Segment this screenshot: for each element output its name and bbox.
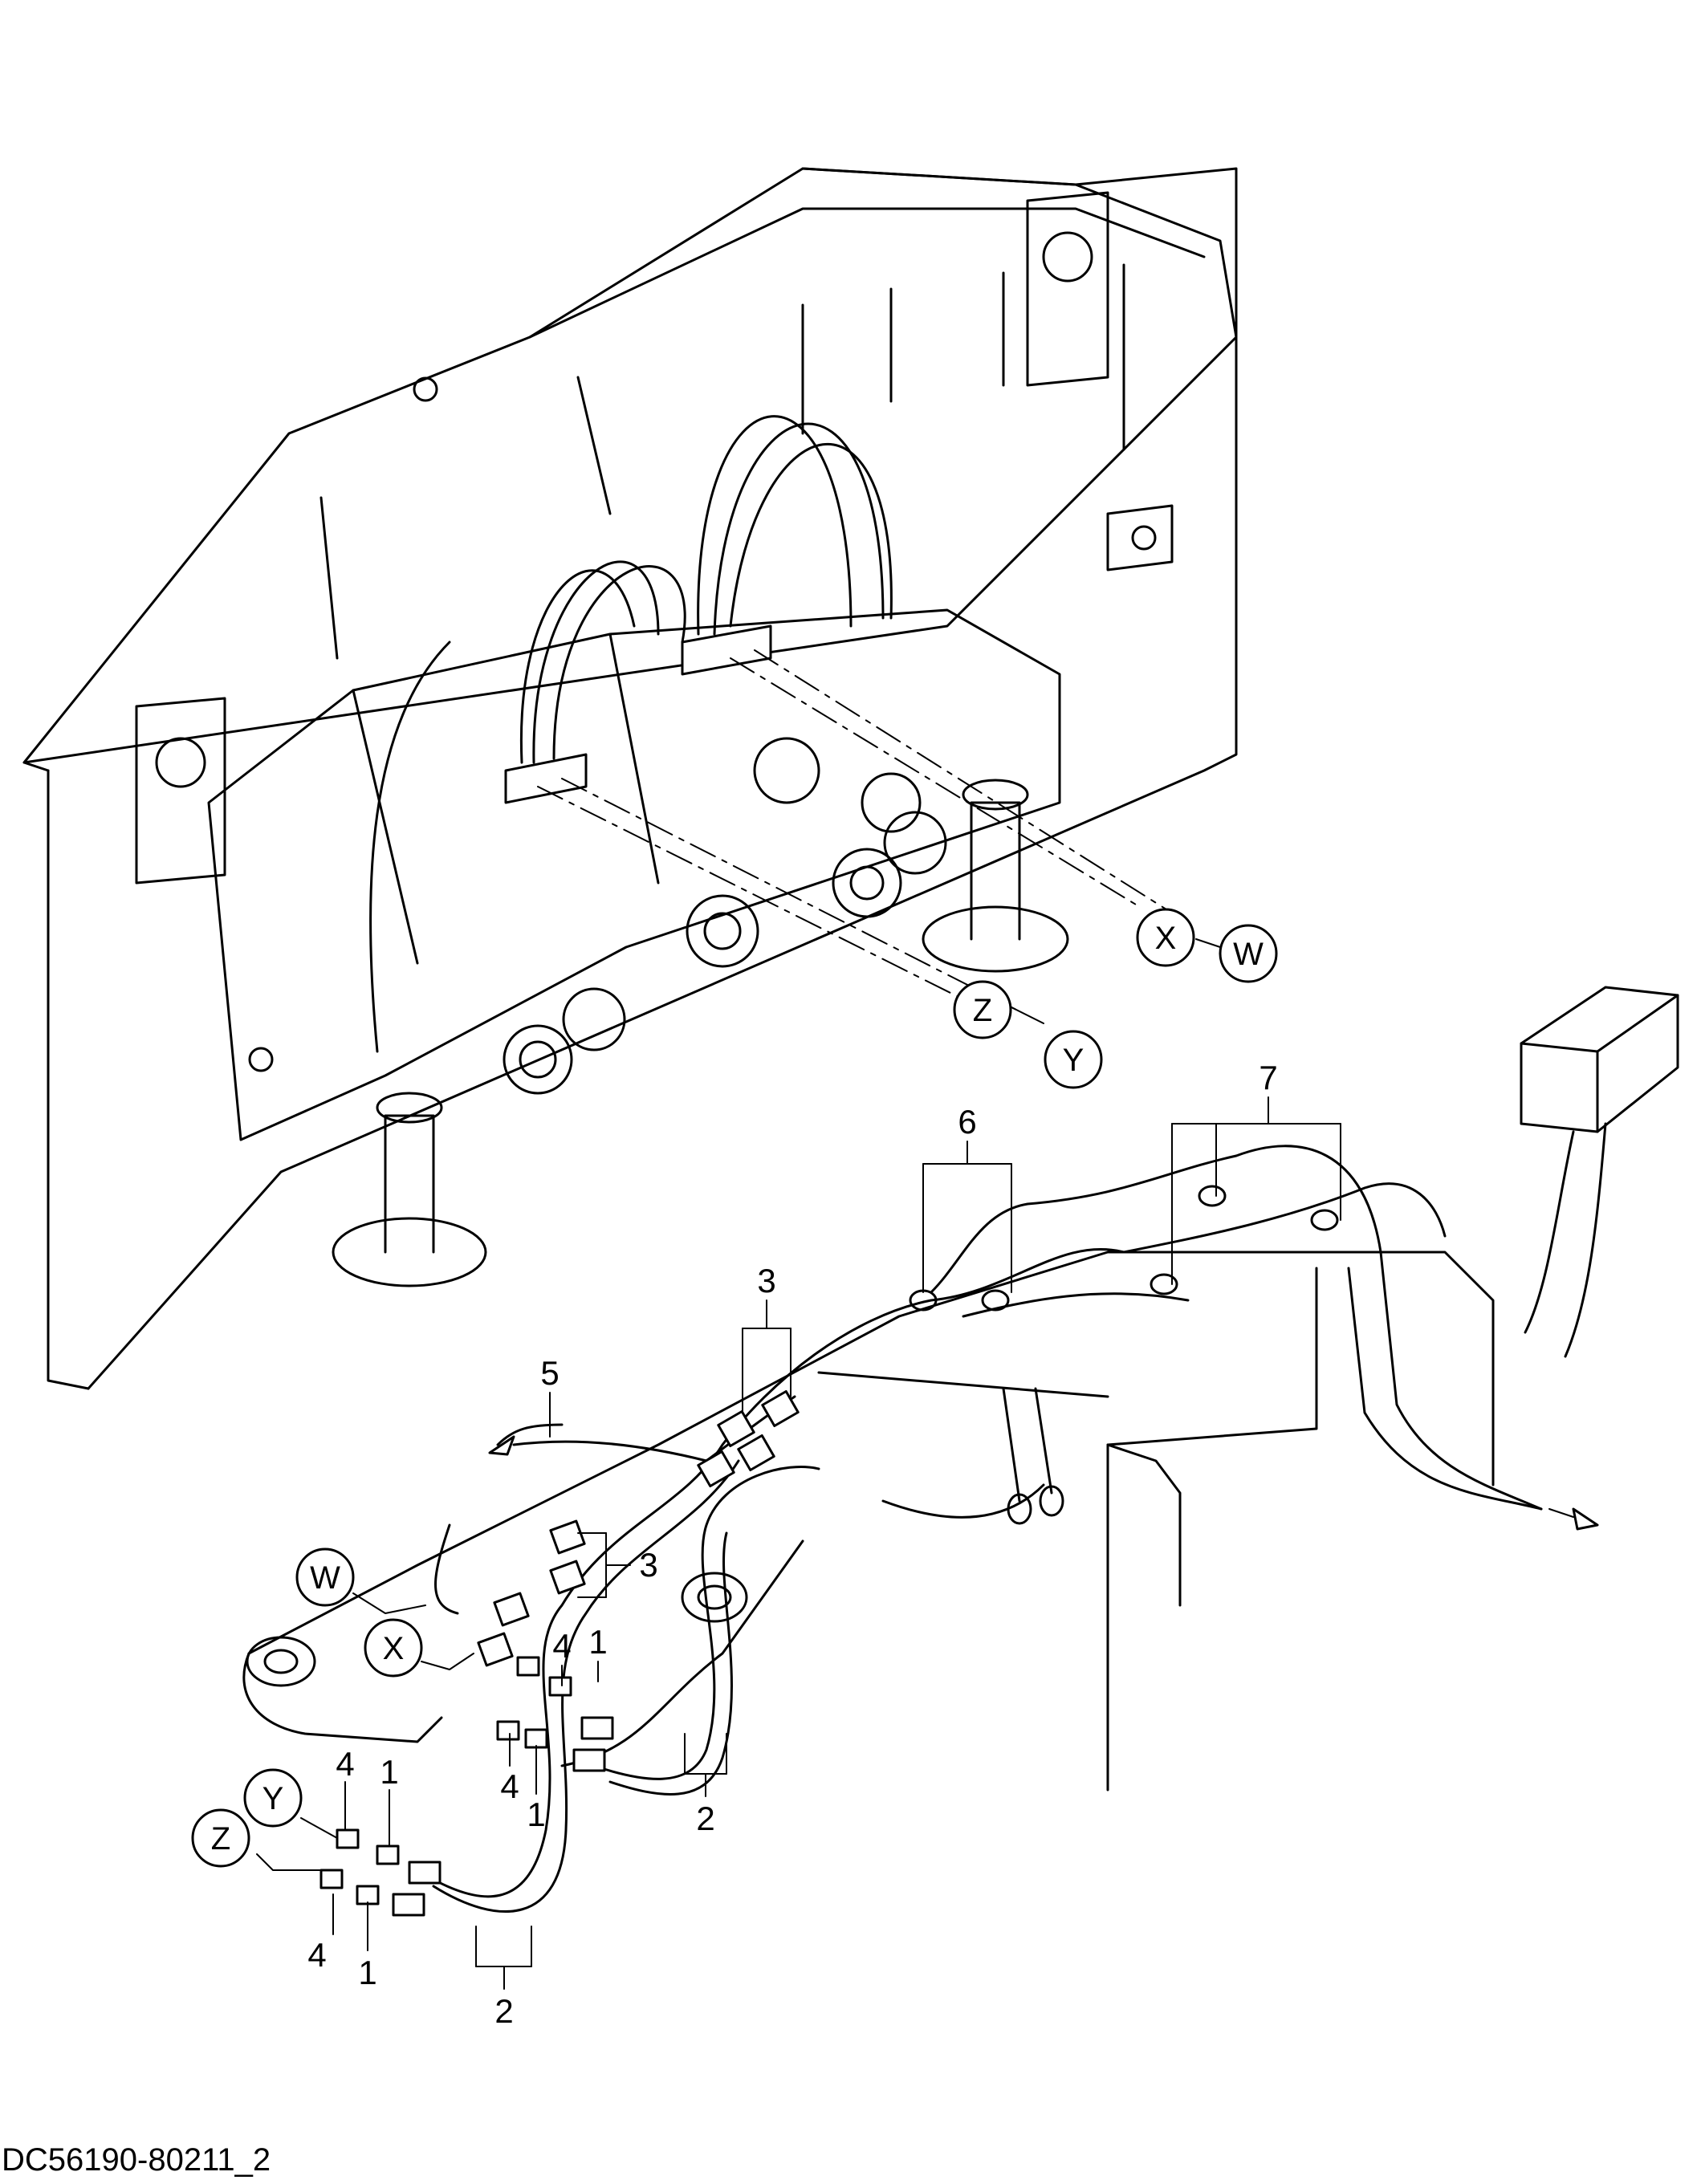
part-label-2-right: 2 xyxy=(696,1800,714,1837)
callout-y-upper: Y xyxy=(1063,1043,1084,1078)
drawing-reference-code: DC56190-80211_2 xyxy=(2,2142,271,2178)
part-label-3-top: 3 xyxy=(757,1262,775,1299)
callout-x-lower: X xyxy=(383,1631,405,1666)
callout-y-lower: Y xyxy=(262,1781,284,1816)
part-label-4-c: 4 xyxy=(336,1745,354,1783)
frame-assembly xyxy=(242,986,1679,1917)
callout-w-upper: W xyxy=(1233,937,1264,972)
alignment-lines-upper xyxy=(537,649,1189,1012)
part-label-1-d: 1 xyxy=(358,1954,376,1991)
part-label-4-d: 4 xyxy=(307,1936,326,1974)
part-label-1-b: 1 xyxy=(527,1796,545,1833)
leader-lines xyxy=(256,938,1341,1990)
callout-w-lower: W xyxy=(310,1560,340,1596)
part-label-6: 6 xyxy=(958,1103,976,1141)
part-label-7: 7 xyxy=(1259,1059,1277,1096)
part-label-5: 5 xyxy=(540,1354,559,1392)
blade-assembly xyxy=(22,167,1238,1390)
part-label-3-mid: 3 xyxy=(639,1546,657,1584)
part-label-4-a: 4 xyxy=(552,1627,571,1665)
callout-x-upper: X xyxy=(1155,921,1177,956)
part-number-labels: 7 6 3 5 3 4 1 4 1 2 4 1 4 1 2 xyxy=(307,1059,1277,2030)
part-label-4-b: 4 xyxy=(500,1767,519,1805)
callout-z-upper: Z xyxy=(973,993,992,1028)
part-label-2-left: 2 xyxy=(494,1992,513,2030)
part-label-1-c: 1 xyxy=(380,1753,398,1791)
part-label-1-a: 1 xyxy=(588,1623,607,1661)
letter-callouts: X W Z Y W X Y Z xyxy=(191,908,1278,1868)
callout-z-lower: Z xyxy=(211,1821,230,1857)
